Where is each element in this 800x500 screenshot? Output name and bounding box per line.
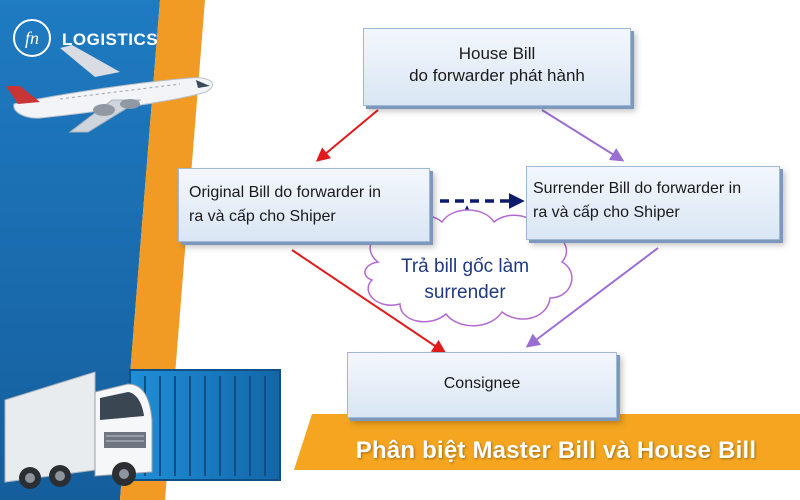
title-banner <box>294 414 800 470</box>
surrender-bill-line2: ra và cấp cho Shiper <box>533 204 680 221</box>
callout-text: Trả bill gốc làm surrender <box>380 254 550 306</box>
logo-icon: fn <box>13 19 51 57</box>
house-bill-line1: House Bill <box>458 44 536 63</box>
original-bill-box: Original Bill do forwarder in ra và cấp … <box>178 168 430 242</box>
house-bill-line2: do forwarder phát hành <box>409 66 585 85</box>
arrow-house-to-original <box>315 109 379 162</box>
container-icon <box>129 369 281 481</box>
arrow-original-to-consignee <box>291 249 447 354</box>
blue-panel <box>0 0 160 500</box>
airplane-icon <box>6 45 213 133</box>
arrow-house-to-surrender <box>541 109 625 162</box>
consignee-label: Consignee <box>443 375 521 392</box>
svg-text:fn: fn <box>25 28 39 48</box>
surrender-bill-line1: Surrender Bill do forwarder in <box>533 180 742 197</box>
logo-text: LOGISTICS <box>62 30 159 49</box>
original-bill-line1: Original Bill do forwarder in <box>189 184 382 201</box>
callout-line2: surrender <box>424 282 506 303</box>
surrender-bill-box: Surrender Bill do forwarder in ra và cấp… <box>526 166 780 240</box>
banner-title: Phân biệt Master Bill và House Bill <box>355 437 757 464</box>
house-bill-box: House Bill do forwarder phát hành <box>363 28 631 106</box>
consignee-box: Consignee <box>347 352 617 418</box>
original-bill-line2: ra và cấp cho Shiper <box>189 208 336 225</box>
truck-icon <box>4 371 153 489</box>
callout-line1: Trả bill gốc làm <box>400 256 530 277</box>
arrow-surrender-to-consignee <box>525 247 659 348</box>
